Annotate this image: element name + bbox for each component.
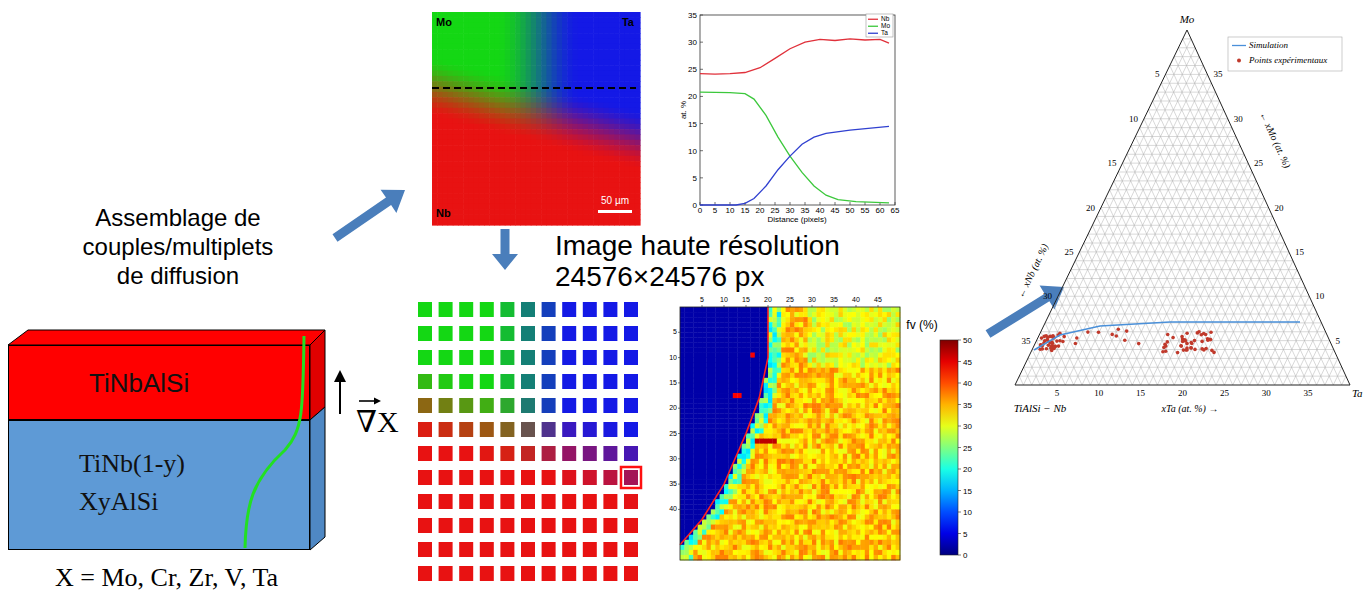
canvas: TiNbAlSiTiNb(1-y) XyAlSi Assemblage de c… [0, 0, 1369, 593]
